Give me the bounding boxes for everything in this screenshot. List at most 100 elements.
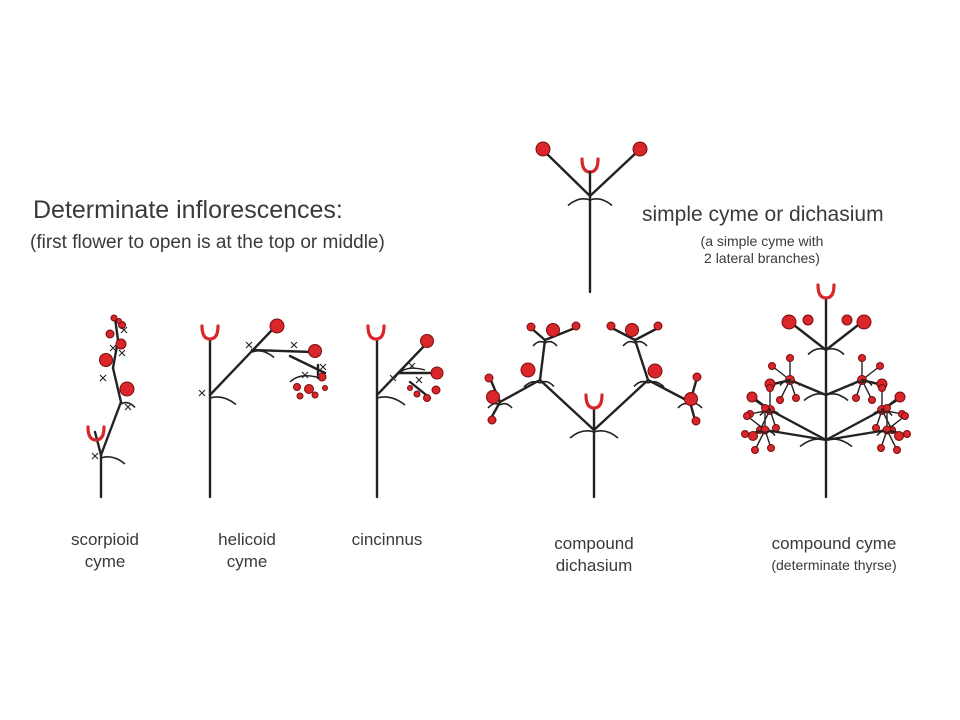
flower-bud bbox=[877, 444, 885, 452]
compound-cyme-diagram bbox=[741, 283, 911, 499]
stem-line bbox=[538, 338, 547, 382]
bract-scar bbox=[120, 326, 128, 334]
bract bbox=[593, 430, 619, 439]
flower-bud bbox=[304, 384, 314, 394]
open-flower bbox=[584, 393, 604, 410]
flower-bud bbox=[322, 385, 328, 391]
stem-line bbox=[633, 326, 660, 342]
caption-line: (determinate thyrse) bbox=[771, 557, 897, 573]
flower-bud bbox=[876, 362, 884, 370]
flower-bud bbox=[420, 334, 434, 348]
flower-bud bbox=[423, 394, 431, 402]
stem-line bbox=[208, 328, 274, 397]
helicoid-cyme-diagram bbox=[198, 318, 328, 499]
flower-bud bbox=[653, 321, 663, 331]
flower-bud bbox=[625, 323, 639, 337]
flower-bud bbox=[748, 431, 758, 441]
flower-bud bbox=[269, 318, 285, 334]
bract-scar bbox=[245, 341, 253, 349]
caption-compound-cyme: compound cyme (determinate thyrse) bbox=[744, 533, 924, 575]
flower-bud bbox=[486, 390, 500, 404]
stem-line bbox=[113, 316, 120, 342]
caption-line: compound bbox=[554, 534, 634, 553]
bract-scar bbox=[118, 349, 126, 357]
flower-bud bbox=[802, 314, 814, 326]
bract bbox=[567, 198, 591, 207]
bract bbox=[251, 350, 275, 359]
open-flower bbox=[200, 324, 220, 341]
page-title: Determinate inflorescences: bbox=[33, 196, 343, 224]
scorpioid-cyme-diagram bbox=[86, 314, 136, 499]
stem-line bbox=[646, 378, 692, 404]
bract bbox=[764, 430, 776, 437]
bract bbox=[622, 340, 636, 347]
flower-bud bbox=[767, 444, 775, 452]
caption-line: cincinnus bbox=[351, 530, 423, 549]
bract bbox=[769, 410, 781, 417]
flower-bud bbox=[293, 383, 301, 391]
page-subtitle: (first flower to open is at the top or m… bbox=[30, 232, 385, 253]
flower-bud bbox=[115, 338, 127, 350]
stem-line bbox=[498, 378, 542, 404]
bract-scar bbox=[301, 371, 309, 379]
bract bbox=[569, 430, 595, 439]
bract bbox=[120, 401, 136, 409]
cincinnus-diagram bbox=[366, 324, 444, 499]
bract-scar bbox=[408, 362, 416, 370]
flower-bud bbox=[487, 415, 497, 425]
compound-dichasium-diagram bbox=[484, 321, 703, 499]
stem-line bbox=[610, 326, 637, 342]
caption-line: scorpioid bbox=[70, 530, 140, 549]
bract bbox=[851, 380, 863, 387]
bract-scar bbox=[319, 363, 327, 371]
caption-line: helicoid bbox=[218, 530, 276, 549]
caption-line: compound cyme bbox=[771, 534, 897, 553]
flower-bud bbox=[741, 430, 749, 438]
bract bbox=[807, 347, 827, 356]
flower-bud bbox=[520, 362, 536, 378]
flower-bud bbox=[746, 391, 758, 403]
bract-scar bbox=[290, 341, 298, 349]
bract-scar bbox=[99, 374, 107, 382]
caption-helicoid-cyme: helicoid cyme bbox=[197, 529, 297, 573]
bract bbox=[499, 402, 513, 409]
flower-bud bbox=[311, 391, 319, 399]
flower-bud bbox=[858, 354, 866, 362]
bract-scar bbox=[109, 344, 117, 352]
bract bbox=[209, 396, 237, 406]
bract-scar bbox=[124, 403, 132, 411]
caption-scorpioid-cyme: scorpioid cyme bbox=[55, 529, 155, 573]
stem-line bbox=[592, 378, 650, 432]
flower-bud bbox=[868, 396, 876, 404]
flower-bud bbox=[781, 314, 797, 330]
flower-bud bbox=[546, 323, 560, 337]
flower-bud bbox=[768, 362, 776, 370]
flower-bud bbox=[484, 373, 494, 383]
open-flower bbox=[366, 324, 386, 341]
bract bbox=[539, 380, 555, 388]
flower-bud bbox=[776, 396, 784, 404]
flower-bud bbox=[852, 394, 860, 402]
bract bbox=[289, 375, 321, 383]
flower-bud bbox=[119, 381, 135, 397]
open-flower bbox=[816, 283, 836, 300]
bract bbox=[825, 347, 845, 356]
flower-bud bbox=[691, 416, 701, 426]
bract-scar bbox=[389, 374, 397, 382]
flower-bud bbox=[647, 363, 663, 379]
caption-line: dichasium bbox=[555, 556, 633, 575]
stem-line bbox=[763, 428, 828, 442]
stem-line bbox=[824, 320, 864, 352]
stem-line bbox=[543, 150, 592, 198]
bract bbox=[100, 456, 126, 465]
simple-cyme-note-line2: 2 lateral branches) bbox=[704, 250, 820, 266]
flower-bud bbox=[903, 430, 911, 438]
flower-bud bbox=[99, 353, 113, 367]
bract bbox=[871, 410, 883, 417]
flower-bud bbox=[526, 322, 536, 332]
flower-bud bbox=[431, 385, 441, 395]
stem-line bbox=[588, 150, 639, 198]
flower-bud bbox=[692, 372, 702, 382]
stem-line bbox=[538, 378, 596, 432]
